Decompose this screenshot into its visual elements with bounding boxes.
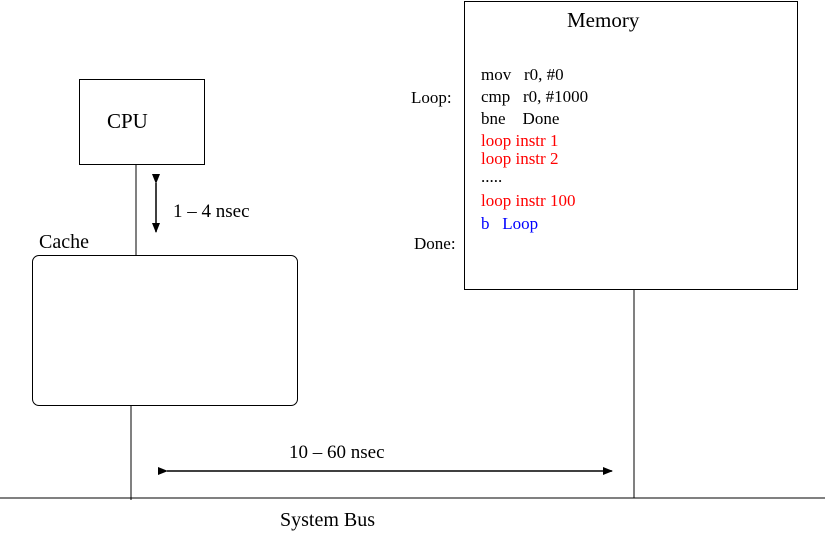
cpu-label: CPU [107, 109, 148, 133]
loop-label: Loop: [411, 88, 452, 107]
cache-label: Cache [39, 231, 89, 253]
code-line-mov: mov r0, #0 [481, 65, 564, 84]
code-line-bne: bne Done [481, 109, 560, 128]
code-line-loop-instr-2: loop instr 2 [481, 149, 559, 168]
code-line-loop-instr-100: loop instr 100 [481, 191, 576, 210]
memory-title: Memory [567, 8, 640, 32]
system-bus-label: System Bus [280, 509, 376, 531]
code-line-loop-instr-1: loop instr 1 [481, 131, 559, 150]
done-label: Done: [414, 234, 456, 253]
cache-box [32, 255, 298, 406]
code-line-cmp: cmp r0, #1000 [481, 87, 589, 106]
code-line-branch: b Loop [481, 214, 539, 233]
code-line-ellipsis: ..... [481, 167, 503, 186]
bus-latency-label: 10 – 60 nsec [289, 442, 385, 463]
cpu-cache-latency-label: 1 – 4 nsec [173, 201, 250, 222]
cpu-box: CPU [79, 79, 205, 165]
memory-box: Memory [464, 1, 798, 290]
